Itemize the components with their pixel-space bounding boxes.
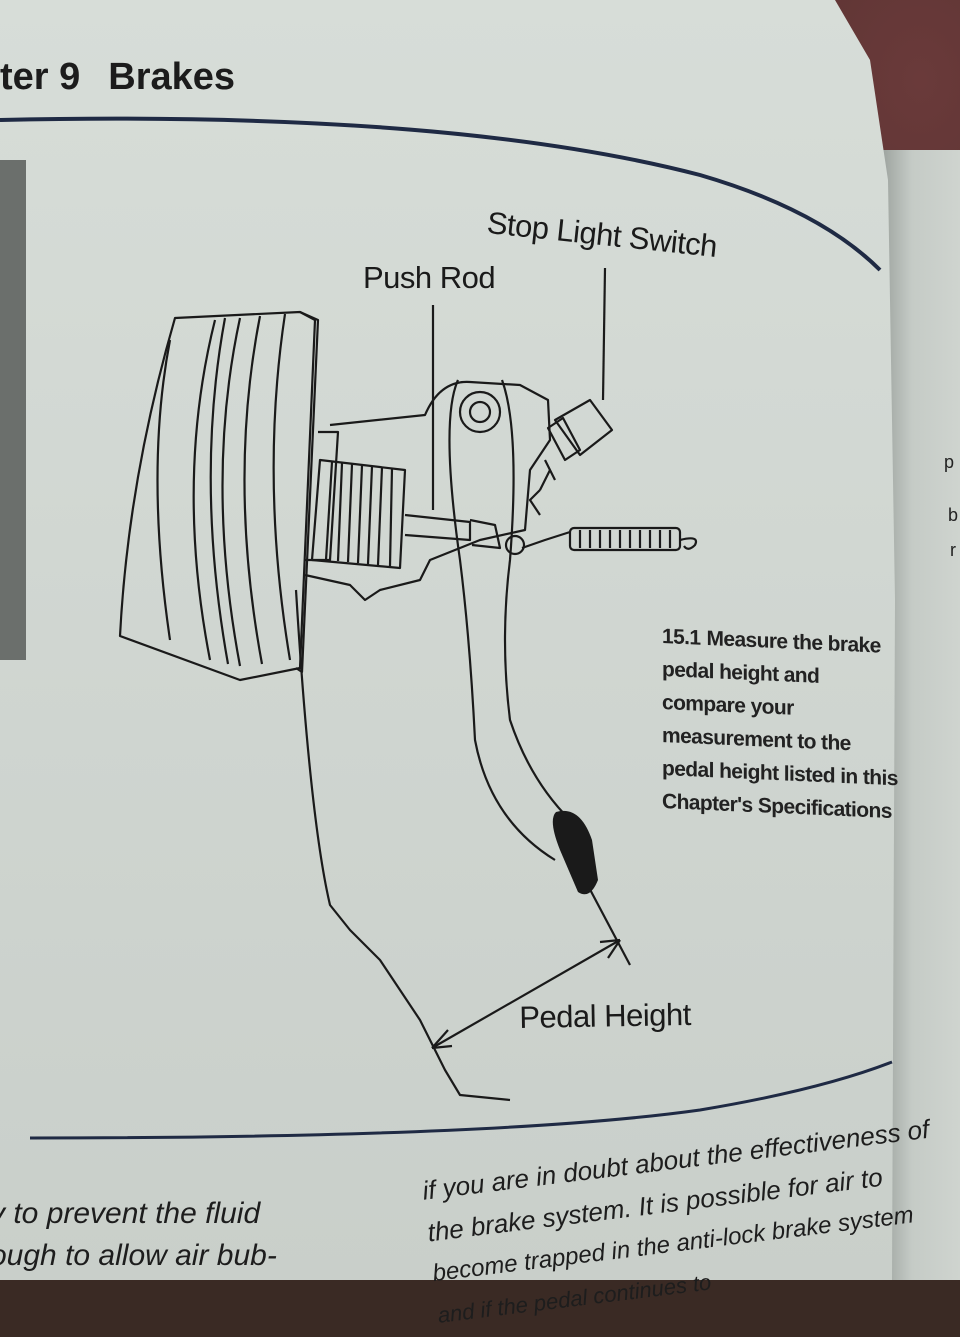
return-spring — [521, 530, 571, 550]
page-header: ter 9 Brakes — [0, 56, 235, 99]
body-line: y to prevent the fluid — [0, 1197, 261, 1230]
brake-pedal-arm — [448, 379, 556, 861]
chapter-number: ter 9 — [0, 56, 81, 98]
brake-pedal-diagram — [0, 116, 893, 1140]
push-rod — [404, 513, 472, 542]
chapter-title: Brakes — [108, 56, 236, 98]
next-page-fragment: r — [950, 540, 956, 560]
push-rod-label: Push Rod — [363, 260, 496, 295]
pedal-face-line — [584, 879, 631, 966]
firewall-line — [294, 589, 511, 1102]
brake-booster — [118, 310, 317, 682]
rubber-boot — [310, 458, 407, 570]
pedal-height-label: Pedal Height — [519, 997, 692, 1035]
stop-light-switch-leader — [601, 267, 607, 401]
caption-number: 15.1 — [662, 625, 701, 650]
pedal-pad — [552, 810, 598, 895]
body-line: ough to allow air bub- — [0, 1239, 277, 1272]
bottom-rule — [29, 1060, 893, 1140]
next-page-fragment: b — [948, 505, 959, 525]
stop-light-switch — [553, 398, 614, 457]
next-page-fragment: p — [944, 452, 955, 472]
header-rule — [0, 116, 882, 272]
line-drawing — [118, 267, 698, 1102]
body-left-column: y to prevent the fluid ough to allow air… — [0, 1193, 277, 1277]
photo-edge — [0, 160, 26, 660]
caption-text: Measure the brake pedal height and compa… — [662, 626, 898, 824]
book-page — [0, 0, 895, 1280]
pedal-height-dimension — [431, 939, 621, 1049]
pedal-pivot — [458, 390, 502, 434]
